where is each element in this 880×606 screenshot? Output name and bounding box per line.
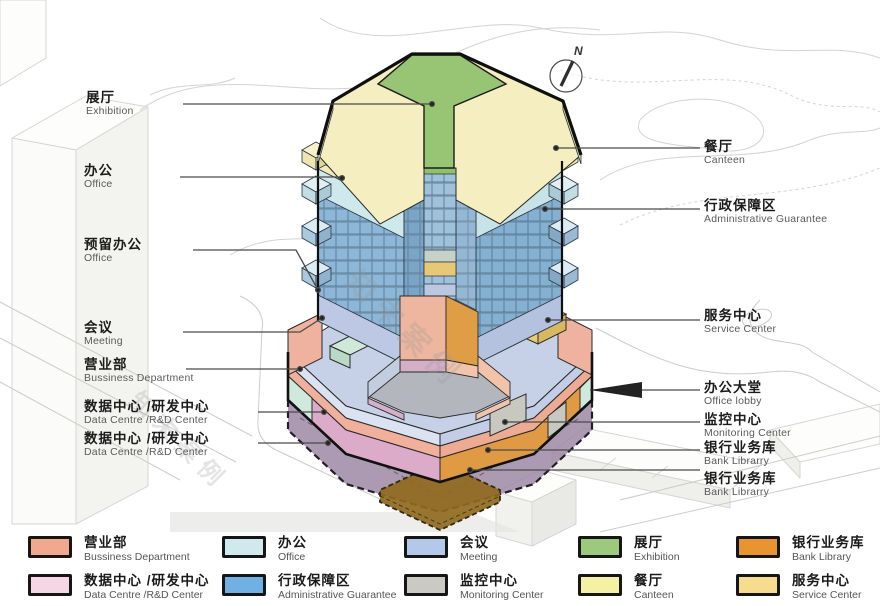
- courtyard-wall-salmon: [399, 295, 447, 361]
- bank-vault: [379, 461, 501, 531]
- roof: [316, 52, 583, 225]
- underground-volume: [286, 400, 594, 531]
- compass: [549, 59, 583, 93]
- tower-core: [423, 165, 457, 301]
- roads: [0, 295, 880, 533]
- roof-green-face: [376, 54, 508, 169]
- courtyard: [367, 295, 511, 421]
- compass-north-label: N: [574, 44, 583, 58]
- site-context: [0, 0, 880, 547]
- tower: [301, 52, 583, 365]
- office-lobby-arrow: [590, 382, 642, 398]
- leader-lines: [180, 100, 700, 474]
- context-buildings: [0, 0, 880, 547]
